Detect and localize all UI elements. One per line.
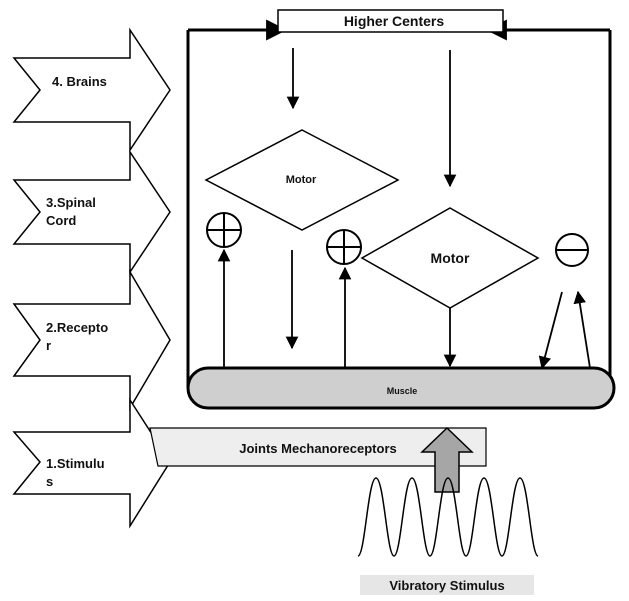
mechanoreceptors-label: Joints Mechanoreceptors xyxy=(239,441,397,456)
motor-upper-label: Motor xyxy=(286,174,317,186)
excitatory-sign-middle xyxy=(326,229,362,265)
motor-node-lower: Motor xyxy=(360,207,540,309)
motor-lower-label: Motor xyxy=(431,250,470,266)
mechanoreceptors-bar: Joints Mechanoreceptors xyxy=(149,427,487,467)
vibratory-stimulus-caption: Vibratory Stimulus xyxy=(360,575,534,595)
vibration-wave xyxy=(357,477,539,557)
step-arrow-spinal-cord: 3.Spinal Cord xyxy=(12,149,171,275)
step-label-receptor: 2.Recepto r xyxy=(46,320,112,353)
higher-centers-label: Higher Centers xyxy=(344,13,445,29)
muscle: Muscle xyxy=(186,366,616,410)
step-arrow-receptor: 2.Recepto r xyxy=(12,269,171,411)
arrow-inhibitory-down xyxy=(538,291,563,370)
step-arrow-stimulus: 1.Stimulu s xyxy=(12,397,171,529)
step-label-brains: 4. Brains xyxy=(52,74,107,89)
step-label-spinal-cord: 3.Spinal Cord xyxy=(46,195,99,228)
step-arrow-brains: 4. Brains xyxy=(12,27,171,153)
nervous-system-frame xyxy=(186,19,612,388)
higher-centers-box: Higher Centers xyxy=(277,9,504,33)
step-label-stimulus: 1.Stimulu s xyxy=(46,456,108,489)
excitatory-sign-left xyxy=(206,212,242,248)
vibratory-stimulus-label: Vibratory Stimulus xyxy=(389,578,504,593)
arrow-inhibitory-up xyxy=(573,290,591,369)
vibration-input-arrow xyxy=(420,426,474,493)
muscle-label: Muscle xyxy=(387,386,418,396)
motor-node-upper: Motor xyxy=(204,129,400,231)
inhibitory-sign xyxy=(555,233,589,267)
